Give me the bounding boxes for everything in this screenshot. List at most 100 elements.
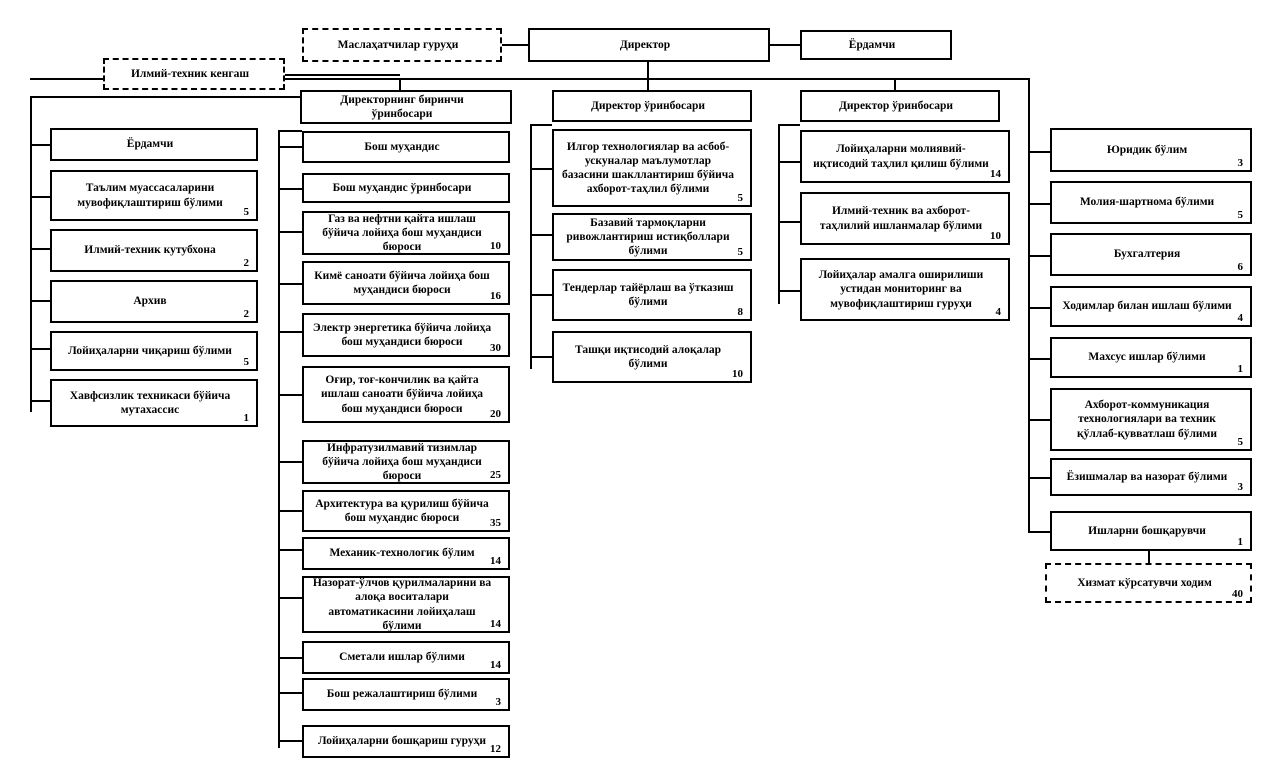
node-label: Директор ўринбосари — [839, 99, 953, 112]
node-label: Лойиҳаларни чиқариш бўлими — [68, 344, 232, 357]
stub-eng-0 — [278, 146, 302, 148]
stub-tech-1 — [530, 234, 552, 236]
node-col-eng-4[interactable]: Электр энергетика бўйича лойиҳа бош муҳа… — [302, 313, 510, 357]
node-director[interactable]: Директор — [528, 28, 770, 62]
node-count: 5 — [1237, 436, 1244, 448]
node-col-eng-10[interactable]: Сметали ишлар бўлими 14 — [302, 641, 510, 674]
node-col-admin-1[interactable]: Молия-шартнома бўлими 5 — [1050, 181, 1252, 224]
node-col-admin-5[interactable]: Ахборот-коммуникация технологиялари ва т… — [1050, 388, 1252, 451]
node-count: 4 — [995, 306, 1002, 318]
stub-eng-3 — [278, 283, 302, 285]
node-label: Механик-технологик бўлим — [329, 547, 475, 560]
stub-eng-9 — [278, 597, 302, 599]
stub-left-4 — [30, 348, 50, 350]
node-col-admin-3[interactable]: Ходимлар билан ишлаш бўлими 4 — [1050, 286, 1252, 327]
node-col-admin-4[interactable]: Махсус ишлар бўлими 1 — [1050, 337, 1252, 378]
node-label: Бош муҳандис ўринбосари — [332, 181, 472, 194]
node-col-admin-6[interactable]: Ёзишмалар ва назорат бўлими 3 — [1050, 458, 1252, 496]
node-label: Хизмат кўрсатувчи ходим — [1077, 576, 1212, 589]
node-deputy-3[interactable]: Директор ўринбосари — [800, 90, 1000, 122]
connector-bus-first-deputy — [399, 78, 401, 96]
spine-col-economics — [778, 124, 780, 304]
node-label: Илмий-техник кенгаш — [130, 67, 250, 80]
node-count: 14 — [490, 555, 501, 567]
connector-admin-service-staff — [1148, 550, 1150, 564]
node-col-tech-1[interactable]: Базавий тармоқларни ривожлантириш истиқб… — [552, 213, 752, 261]
stub-admin-6 — [1028, 477, 1050, 479]
node-col-tech-0[interactable]: Илгор технологиялар ва асбоб-ускуналар м… — [552, 129, 752, 207]
stub-eng-11 — [278, 692, 302, 694]
stub-eng-8 — [278, 549, 302, 551]
node-advisors-group[interactable]: Маслаҳатчилар гуруҳи — [302, 28, 502, 62]
spine-eng-top — [278, 130, 302, 132]
node-col-econ-1[interactable]: Илмий-техник ва ахборот-таҳлилий ишланма… — [800, 192, 1010, 245]
connector-director-stem — [647, 60, 649, 79]
node-label: Илмий-техник ва ахборот-таҳлилий ишланма… — [819, 205, 983, 232]
stub-admin-7 — [1028, 531, 1050, 533]
node-label: Оғир, тоғ-кончилик ва қайта ишлаш саноат… — [321, 374, 483, 415]
stub-eng-7 — [278, 510, 302, 512]
node-col-eng-3[interactable]: Кимё саноати бўйича лойиҳа бош муҳандиси… — [302, 261, 510, 305]
node-col-eng-12[interactable]: Лойиҳаларни бошқариш гуруҳи 12 — [302, 725, 510, 758]
node-count: 16 — [490, 290, 501, 302]
node-col-eng-2[interactable]: Газ ва нефтни қайта ишлаш бўйича лойиҳа … — [302, 211, 510, 255]
node-label: Ташқи иқтисодий алоқалар бўлими — [574, 343, 722, 370]
node-col-left-2[interactable]: Илмий-техник кутубхона 2 — [50, 229, 258, 272]
node-col-eng-0[interactable]: Бош муҳандис — [302, 131, 510, 163]
stub-left-5 — [30, 400, 50, 402]
node-count: 5 — [243, 206, 250, 218]
stub-left-3 — [30, 300, 50, 302]
node-count: 10 — [490, 240, 501, 252]
node-count: 12 — [490, 743, 501, 755]
stub-admin-5 — [1028, 419, 1050, 421]
node-label: Директорнинг биринчи ўринбосари — [340, 93, 464, 120]
node-col-eng-11[interactable]: Бош режалаштириш бўлими 3 — [302, 678, 510, 711]
node-label: Кимё саноати бўйича лойиҳа бош муҳандиси… — [314, 269, 490, 296]
node-col-left-4[interactable]: Лойиҳаларни чиқариш бўлими 5 — [50, 331, 258, 371]
node-count: 10 — [732, 368, 743, 380]
node-label: Лойиҳаларни бошқариш гуруҳи — [318, 735, 486, 748]
node-col-econ-2[interactable]: Лойиҳалар амалга оширилиши устидан монит… — [800, 258, 1010, 321]
node-col-left-3[interactable]: Архив 2 — [50, 280, 258, 323]
node-label: Ёзишмалар ва назорат бўлими — [1066, 470, 1228, 483]
node-label: Назорат-ўлчов қурилмаларини ва алоқа вос… — [312, 577, 492, 632]
node-count: 5 — [243, 356, 250, 368]
node-col-admin-2[interactable]: Бухгалтерия 6 — [1050, 233, 1252, 276]
stub-left-1 — [30, 196, 50, 198]
node-assistant-top[interactable]: Ёрдамчи — [800, 30, 952, 60]
node-col-left-0[interactable]: Ёрдамчи — [50, 128, 258, 161]
node-col-left-1[interactable]: Таълим муассасаларини мувофиқлаштириш бў… — [50, 170, 258, 221]
node-col-eng-1[interactable]: Бош муҳандис ўринбосари — [302, 173, 510, 203]
node-label: Архитектура ва қурилиш бўйича бош муҳанд… — [315, 497, 489, 524]
node-first-deputy[interactable]: Директорнинг биринчи ўринбосари — [300, 90, 512, 124]
spine-col-left — [30, 96, 32, 412]
node-label: Ишларни бошқарувчи — [1088, 524, 1206, 537]
node-label: Илмий-техник кутубхона — [84, 244, 216, 257]
node-col-admin-0[interactable]: Юридик бўлим 3 — [1050, 128, 1252, 172]
node-count: 3 — [1237, 157, 1244, 169]
node-col-admin-7[interactable]: Ишларни бошқарувчи 1 — [1050, 511, 1252, 551]
node-count: 14 — [490, 659, 501, 671]
node-col-econ-0[interactable]: Лойиҳаларни молиявий-иқтисодий таҳлил қи… — [800, 130, 1010, 183]
node-label: Хавфсизлик техникаси бўйича мутахассис — [69, 389, 231, 416]
node-col-eng-9[interactable]: Назорат-ўлчов қурилмаларини ва алоқа вос… — [302, 576, 510, 633]
node-col-admin-8[interactable]: Хизмат кўрсатувчи ходим 40 — [1045, 563, 1252, 603]
node-label: Директор ўринбосари — [591, 99, 705, 112]
node-label: Газ ва нефтни қайта ишлаш бўйича лойиҳа … — [322, 212, 482, 254]
node-count: 30 — [490, 342, 501, 354]
node-col-eng-8[interactable]: Механик-технологик бўлим 14 — [302, 537, 510, 570]
stub-econ-1 — [778, 221, 800, 223]
stub-eng-10 — [278, 657, 302, 659]
node-col-eng-5[interactable]: Оғир, тоғ-кончилик ва қайта ишлаш саноат… — [302, 366, 510, 423]
spine-econ-top — [778, 124, 800, 126]
node-sci-tech-council[interactable]: Илмий-техник кенгаш — [103, 58, 285, 90]
stub-econ-0 — [778, 161, 800, 163]
node-deputy-2[interactable]: Директор ўринбосари — [552, 90, 752, 122]
node-col-tech-3[interactable]: Ташқи иқтисодий алоқалар бўлими 10 — [552, 331, 752, 383]
node-label: Махсус ишлар бўлими — [1088, 351, 1206, 364]
node-col-eng-6[interactable]: Инфратузилмавий тизимлар бўйича лойиҳа б… — [302, 440, 510, 484]
node-col-left-5[interactable]: Хавфсизлик техникаси бўйича мутахассис 1 — [50, 379, 258, 427]
node-count: 1 — [1237, 536, 1244, 548]
node-col-tech-2[interactable]: Тендерлар тайёрлаш ва ўтказиш бўлими 8 — [552, 269, 752, 321]
node-col-eng-7[interactable]: Архитектура ва қурилиш бўйича бош муҳанд… — [302, 490, 510, 532]
